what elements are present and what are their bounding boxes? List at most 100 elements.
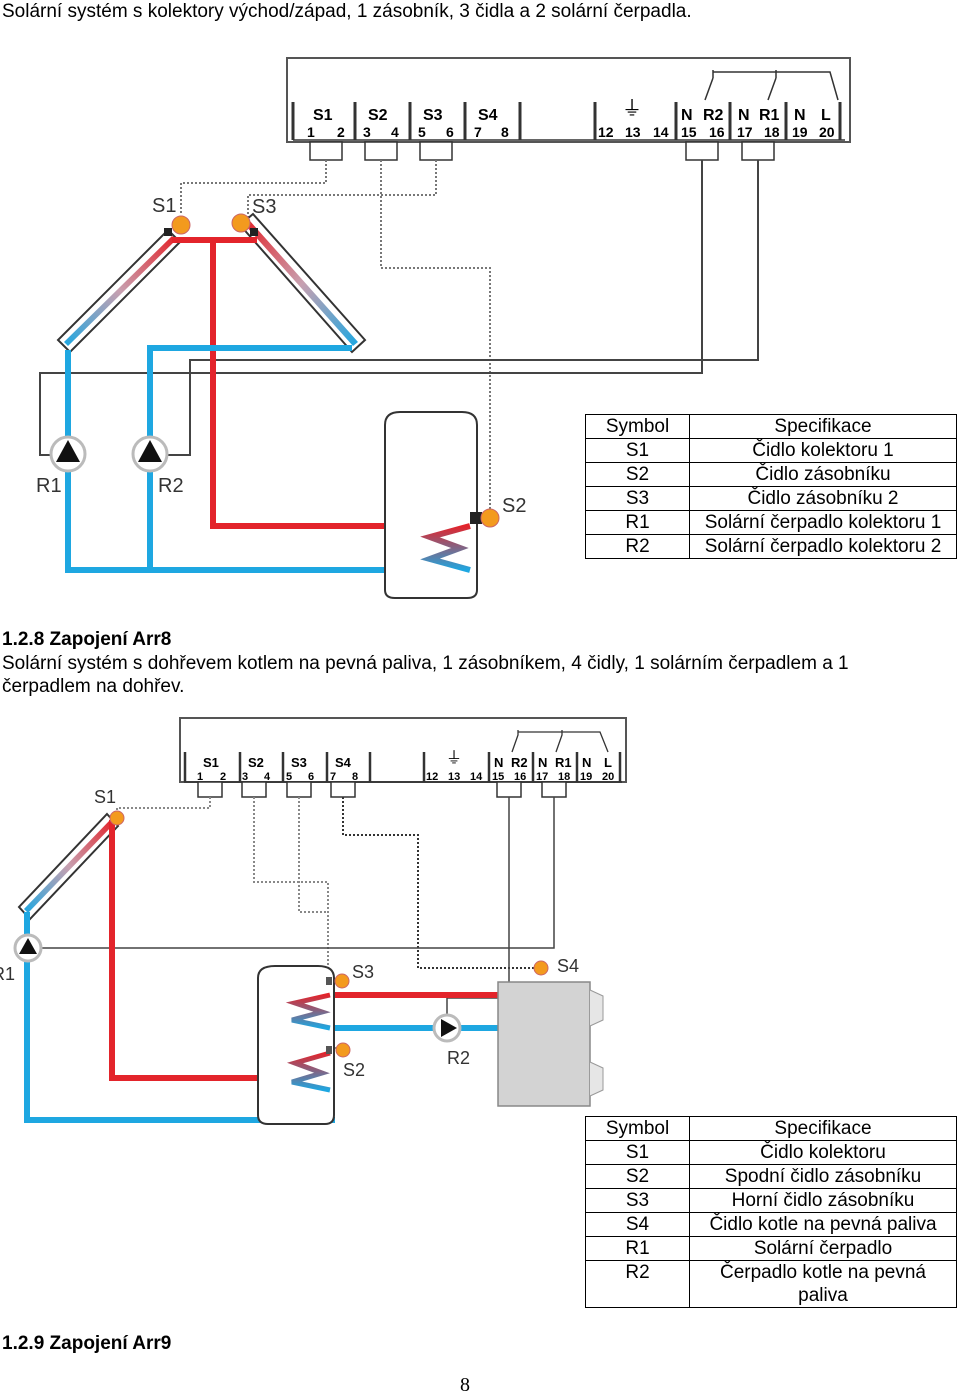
terminal-s2: S2	[248, 755, 264, 770]
collector	[17, 812, 120, 921]
terminal-num-4: 4	[264, 771, 271, 783]
diagram-1: S1 S2 S3 S4 1 2 3 4 5 6 7 8 12 13 14 15 …	[36, 57, 851, 599]
pump-r2-icon	[131, 435, 169, 473]
terminal-num-6: 6	[308, 771, 314, 783]
terminal-num-8: 8	[352, 771, 358, 783]
terminal-n-1: N	[494, 755, 503, 770]
terminal-s4: S4	[335, 755, 352, 770]
terminal-num-18: 18	[558, 771, 570, 783]
table-cell: S4	[585, 1212, 690, 1237]
terminal-num-20: 20	[602, 771, 614, 783]
terminal-num-13: 13	[625, 124, 641, 140]
terminal-n-3: N	[794, 107, 806, 124]
page-number: 8	[460, 1374, 470, 1396]
terminal-num-14: 14	[653, 124, 669, 140]
label-s2: S2	[343, 1060, 365, 1080]
ground-icon: ⏚	[622, 98, 642, 120]
terminal-num-12: 12	[598, 124, 614, 140]
label-s3: S3	[252, 196, 276, 218]
pump-r1-icon	[13, 933, 43, 963]
terminal-num-16: 16	[709, 124, 725, 140]
sensor-s2	[480, 508, 500, 528]
terminal-n-1: N	[681, 107, 693, 124]
terminal-l: L	[604, 755, 612, 770]
terminal-num-17: 17	[737, 124, 753, 140]
label-s2: S2	[502, 495, 526, 517]
storage-tank	[384, 411, 482, 599]
table-cell: Solární čerpadlo kolektoru 2	[689, 534, 957, 559]
terminal-num-12: 12	[426, 771, 438, 783]
sensor-s3	[231, 213, 251, 233]
pump-r1-icon	[49, 435, 87, 473]
table-cell: Čidlo zásobníku	[689, 462, 957, 487]
table-cell: Horní čidlo zásobníku	[689, 1188, 957, 1213]
table-cell: S2	[585, 1164, 690, 1189]
label-s4: S4	[557, 956, 579, 976]
table-cell: Solární čerpadlo	[689, 1236, 957, 1261]
boiler	[497, 981, 604, 1107]
controller-box-2: S1 S2 S3 S4 1 2 3 4 5 6 7 8 12 13 14 15 …	[179, 717, 627, 798]
section-description-arr8: Solární systém s dohřevem kotlem na pevn…	[2, 653, 849, 697]
sensor-s2	[335, 1042, 351, 1058]
pump-r2-icon	[432, 1013, 462, 1043]
terminal-num-2: 2	[220, 771, 226, 783]
table-cell: S3	[585, 1188, 690, 1213]
terminal-num-13: 13	[448, 771, 460, 783]
pump-wires	[39, 160, 759, 456]
controller-box: S1 S2 S3 S4 1 2 3 4 5 6 7 8 12 13 14 15 …	[286, 57, 851, 161]
terminal-num-14: 14	[470, 771, 483, 783]
section-heading-arr9: 1.2.9 Zapojení Arr9	[2, 1333, 172, 1354]
terminal-r1: R1	[555, 755, 572, 770]
storage-tank-2	[257, 965, 335, 1125]
header-symbol: Symbol	[585, 414, 690, 439]
table-cell: Čerpadlo kotle na pevná paliva	[689, 1260, 957, 1308]
table-cell: S1	[585, 1140, 690, 1165]
table-cell: Čidlo kotle na pevná paliva	[689, 1212, 957, 1237]
terminal-num-6: 6	[446, 124, 454, 140]
terminal-n-2: N	[538, 755, 547, 770]
terminal-l: L	[821, 107, 831, 124]
header-symbol: Symbol	[585, 1116, 690, 1141]
terminal-num-1: 1	[307, 124, 315, 140]
cold-pipes	[65, 345, 470, 573]
terminal-num-2: 2	[337, 124, 345, 140]
terminal-num-5: 5	[418, 124, 426, 140]
label-r2: R2	[447, 1048, 470, 1068]
terminal-num-19: 19	[792, 124, 808, 140]
label-r2: R2	[158, 475, 184, 497]
terminal-num-19: 19	[580, 771, 592, 783]
terminal-s3: S3	[423, 107, 443, 124]
terminal-num-1: 1	[197, 771, 203, 783]
terminal-r1: R1	[759, 107, 780, 124]
sensor-s3	[334, 973, 350, 989]
terminal-num-20: 20	[819, 124, 835, 140]
label-s1: S1	[152, 195, 176, 217]
header-spec: Specifikace	[689, 1116, 957, 1141]
header-spec: Specifikace	[689, 414, 957, 439]
terminal-r2: R2	[703, 107, 724, 124]
terminal-num-3: 3	[242, 771, 248, 783]
label-r1: R1	[36, 475, 62, 497]
terminal-num-17: 17	[536, 771, 548, 783]
terminal-s1: S1	[203, 755, 219, 770]
terminal-num-15: 15	[681, 124, 697, 140]
table-cell: Spodní čidlo zásobníku	[689, 1164, 957, 1189]
sensor-s1	[171, 215, 191, 235]
table-cell: R2	[585, 1260, 690, 1308]
terminal-s3: S3	[291, 755, 307, 770]
terminal-s1: S1	[313, 107, 333, 124]
label-s3: S3	[352, 962, 374, 982]
sensor-s1	[109, 810, 125, 826]
terminal-num-18: 18	[764, 124, 780, 140]
sensor-wires	[180, 160, 491, 520]
table-cell: R1	[585, 1236, 690, 1261]
terminal-num-7: 7	[474, 124, 482, 140]
terminal-num-7: 7	[330, 771, 336, 783]
